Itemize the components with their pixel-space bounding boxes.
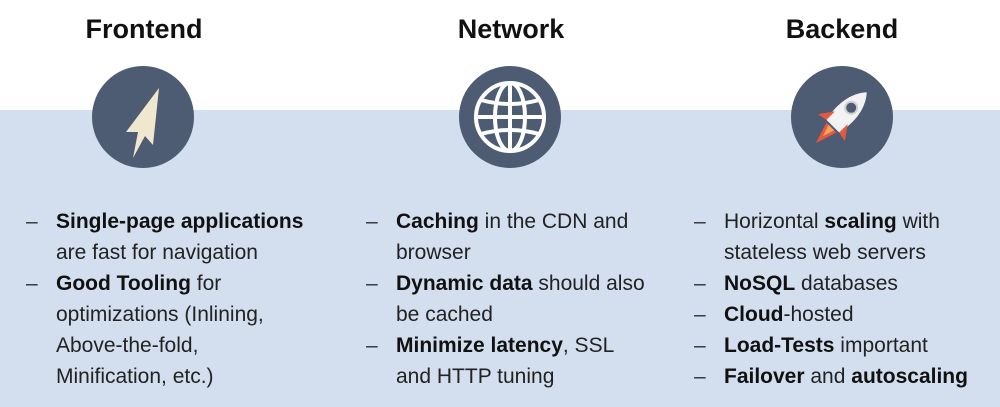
bullet-text: for xyxy=(190,272,222,295)
bullet-highlight: Failover xyxy=(724,365,805,388)
bullet-text: and HTTP tuning xyxy=(396,365,555,388)
bullet-item: –Load-Tests important xyxy=(694,330,968,361)
bullet-text: optimizations (Inlining, xyxy=(56,303,264,326)
bullet-dash: – xyxy=(366,210,378,233)
bullet-highlight: Single-page applications xyxy=(56,210,304,233)
bullet-dash: – xyxy=(694,210,706,233)
bullet-highlight: NoSQL xyxy=(724,272,796,295)
bullet-continuation: are fast for navigation xyxy=(26,237,303,268)
bullet-continuation: be cached xyxy=(366,299,645,330)
bullet-item: –Dynamic data should also xyxy=(366,268,645,299)
frontend-title: Frontend xyxy=(85,14,203,44)
backend-title: Backend xyxy=(785,14,899,44)
bullet-text: are fast for navigation xyxy=(56,241,258,264)
bullet-text: Minification, etc.) xyxy=(56,365,214,388)
bullet-text: in the CDN and xyxy=(478,210,629,233)
bullet-item: –Minimize latency, SSL xyxy=(366,330,645,361)
bullet-text: , SSL xyxy=(562,334,615,357)
bullet-item: –Failover and autoscaling xyxy=(694,361,968,392)
bullet-text: should also xyxy=(532,272,645,295)
bullet-item: –Cloud-hosted xyxy=(694,299,968,330)
bullet-text: important xyxy=(834,334,928,357)
rocket-icon xyxy=(791,66,893,168)
bullet-highlight: Dynamic data xyxy=(396,272,533,295)
bullet-highlight: Good Tooling xyxy=(56,272,191,295)
bullet-continuation: Minification, etc.) xyxy=(26,361,303,392)
bullet-continuation: Above-the-fold, xyxy=(26,330,303,361)
bullet-item: –Good Tooling for xyxy=(26,268,303,299)
bullet-dash: – xyxy=(694,334,706,357)
bullet-text: be cached xyxy=(396,303,493,326)
bullet-item: –Horizontal scaling with xyxy=(694,206,968,237)
bullet-dash: – xyxy=(694,272,706,295)
cursor-arrow-icon xyxy=(92,66,194,168)
bullet-highlight: Load-Tests xyxy=(724,334,835,357)
bullet-dash: – xyxy=(26,210,38,233)
bullet-text: and xyxy=(804,365,852,388)
bullet-item: –NoSQL databases xyxy=(694,268,968,299)
bullet-dash: – xyxy=(694,303,706,326)
bullet-dash: – xyxy=(366,334,378,357)
bullet-highlight: Minimize latency xyxy=(396,334,563,357)
bullet-text: Horizontal xyxy=(724,210,825,233)
bullet-continuation: browser xyxy=(366,237,645,268)
bullet-dash: – xyxy=(694,365,706,388)
bullet-text: browser xyxy=(396,241,471,264)
bullet-dash: – xyxy=(366,272,378,295)
bullet-item: –Single-page applications xyxy=(26,206,303,237)
bullet-text: stateless web servers xyxy=(724,241,926,264)
bullet-text: Above-the-fold, xyxy=(56,334,199,357)
bullet-dash: – xyxy=(26,272,38,295)
bullet-continuation: optimizations (Inlining, xyxy=(26,299,303,330)
bullet-text: with xyxy=(896,210,940,233)
bullet-highlight: autoscaling xyxy=(851,365,968,388)
network-title: Network xyxy=(457,14,565,44)
bullet-continuation: stateless web servers xyxy=(694,237,968,268)
bullet-highlight: Cloud xyxy=(724,303,784,326)
bullet-continuation: and HTTP tuning xyxy=(366,361,645,392)
bullet-text: databases xyxy=(795,272,898,295)
globe-icon xyxy=(459,66,561,168)
bullet-highlight: Caching xyxy=(396,210,479,233)
bullet-highlight: scaling xyxy=(824,210,897,233)
bullet-item: –Caching in the CDN and xyxy=(366,206,645,237)
bullet-text: -hosted xyxy=(783,303,854,326)
